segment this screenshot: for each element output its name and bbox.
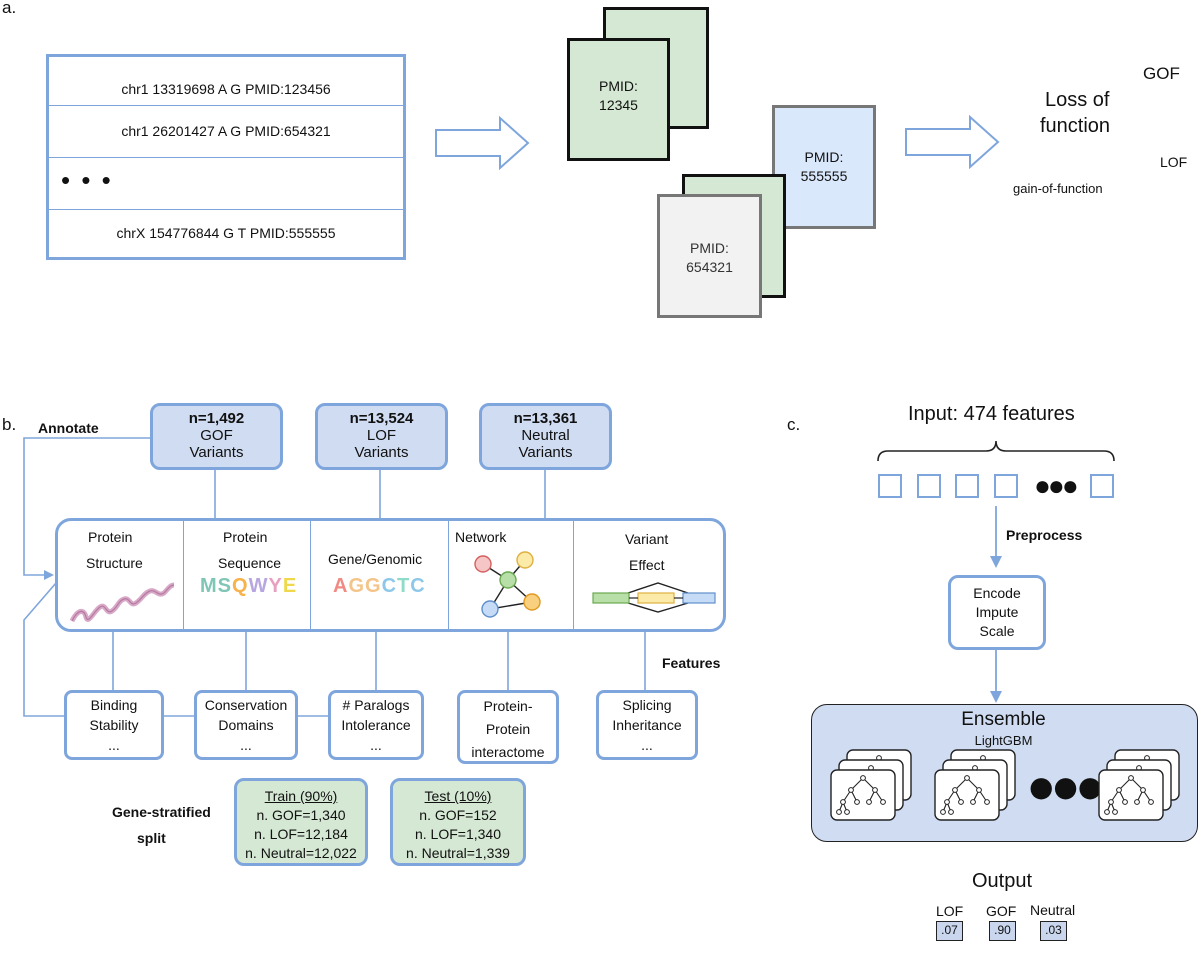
seq-letter: E [282,575,298,597]
document-pmid-654321: PMID: 654321 [657,194,762,318]
panel-c-label: c. [787,415,801,434]
variant-row: chr1 26201427 A G PMID:654321 [121,123,331,139]
annotate-label: Annotate [38,420,99,436]
input-brace [877,440,1115,462]
category-label: Protein [88,529,133,545]
feature-box-variant-effect: Splicing Inheritance ... [596,690,698,760]
test-set-box: Test (10%) n. GOF=152 n. LOF=1,340 n. Ne… [390,778,526,866]
gof-variants-box: n=1,492 GOF Variants [150,403,283,470]
feature-box-sequence: Conservation Domains ... [194,690,298,760]
output-label: Output [972,870,1033,892]
variant-table: chr1 13319698 A G PMID:123456 chr1 26201… [46,54,406,260]
category-label: Effect [629,557,665,573]
dna-letter: C [410,575,426,597]
ensemble-label: Ensemble [961,709,1046,730]
arrow-head-icon [990,556,1002,568]
split-label: Gene-stratified [112,804,211,820]
preprocess-box: Encode Impute Scale [948,575,1046,650]
tree-stacks: ●●● [830,749,1180,821]
feature-box-network: Protein- Protein interactome [457,690,559,764]
protein-helix-icon [69,582,175,623]
document-pmid-12345: PMID: 12345 [567,38,670,161]
output-class-label: LOF [936,903,964,919]
panel-a-label: a. [2,0,17,17]
features-label: Features [662,655,721,671]
neutral-variants-box: n=13,361 Neutral Variants [479,403,612,470]
lof-variants-box: n=13,524 LOF Variants [315,403,448,470]
output-value-gof: .90 [989,921,1016,941]
train-set-box: Train (90%) n. GOF=1,340 n. LOF=12,184 n… [234,778,368,866]
word-lof: LOF [1160,154,1188,170]
ellipsis-icon: ●●● [1029,770,1102,803]
category-label: Variant [625,531,669,547]
feature-square [1090,474,1114,498]
seq-letter: Q [232,575,249,597]
feature-square [994,474,1018,498]
word-gain: gain-of-function [1013,181,1103,196]
category-label: Structure [86,555,143,571]
feature-box-structure: Binding Stability ... [64,690,164,760]
variant-row: chr1 13319698 A G PMID:123456 [121,81,331,97]
network-graph-icon [474,551,541,618]
arrow-head-icon [990,691,1002,703]
tree-icon [1098,749,1180,821]
protein-sequence-letters: MSQWYE [200,575,297,598]
splicing-icon [592,582,716,613]
arrow-right-icon [435,115,530,171]
word-function: function [1040,115,1111,137]
arrow-right-icon [905,114,1000,170]
dna-letter: T [397,575,411,597]
input-label: Input: 474 features [908,403,1075,425]
output-value-neutral: .03 [1040,921,1067,941]
feature-box-genomic: # Paralogs Intolerance ... [328,690,424,760]
dna-letter: C [381,575,398,597]
ellipsis: • • • [61,165,113,195]
category-label: Sequence [218,555,282,571]
category-label: Protein [223,529,268,545]
output-value-lof: .07 [936,921,963,941]
seq-letter: W [248,575,269,597]
dna-sequence-letters: AGGCTC [333,575,426,598]
seq-letter: Y [268,575,283,597]
dna-letter: G [348,575,366,597]
panel-b-label: b. [2,415,17,434]
lightgbm-label: LightGBM [974,733,1033,748]
seq-letter: M [200,575,218,597]
output-class-label: GOF [986,903,1017,919]
word-gof: GOF [1143,64,1180,83]
variant-row: chrX 154776844 G T PMID:555555 [116,225,336,241]
split-label: split [137,830,166,846]
feature-categories-box: Protein Structure Protein Sequence MSQWY… [55,518,726,632]
feature-square [917,474,941,498]
arrow-head-icon [44,570,54,580]
tree-icon [830,749,912,821]
word-loss: Loss of [1045,89,1110,111]
category-label: Gene/Genomic [328,551,423,567]
output-class-label: Neutral [1030,902,1076,918]
preprocess-label: Preprocess [1006,527,1083,543]
dna-letter: A [333,575,349,597]
dna-letter: G [365,575,382,597]
category-label: Network [455,529,507,545]
seq-letter: S [217,575,233,597]
ellipsis-icon: ●●● [1034,470,1079,501]
feature-square [878,474,902,498]
document-pmid-555555: PMID: 555555 [772,105,876,229]
feature-square [955,474,979,498]
tree-icon [934,749,1016,821]
